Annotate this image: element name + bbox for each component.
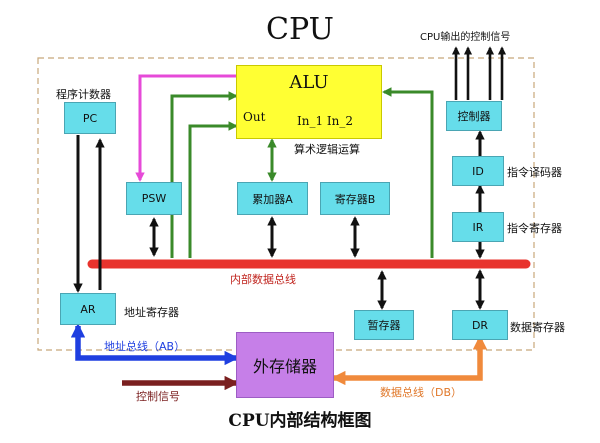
data-bus-line xyxy=(331,335,488,386)
alu-psw-path xyxy=(135,74,236,182)
cpu-control-out-label: CPU输出的控制信号 xyxy=(420,32,511,43)
controller-unit: 控制器 xyxy=(446,101,502,131)
alu-in2-path xyxy=(382,87,434,258)
dr-desc-label: 数据寄存器 xyxy=(510,321,565,334)
diagram-caption: CPU内部结构框图 xyxy=(228,411,372,431)
id-desc-label: 指令译码器 xyxy=(507,166,562,179)
data-bus-label: 数据总线（DB） xyxy=(380,386,463,399)
address-bus-line xyxy=(70,323,239,366)
internal-bus-label: 内部数据总线 xyxy=(230,273,296,286)
alu-inputs-label: In_1 In_2 xyxy=(297,114,354,128)
alu-in1-path xyxy=(188,121,238,258)
accumulator-register: 累加器A xyxy=(237,182,308,215)
ir-register: IR xyxy=(452,212,504,242)
address-bus-label: 地址总线（AB） xyxy=(104,340,186,353)
control-signal-label: 控制信号 xyxy=(136,390,180,403)
alu-desc-label: 算术逻辑运算 xyxy=(294,143,360,156)
psw-register: PSW xyxy=(126,182,182,215)
diagram-title: CPU xyxy=(266,12,334,47)
ar-desc-label: 地址寄存器 xyxy=(124,306,179,319)
temp-register: 暂存器 xyxy=(354,310,414,340)
pc-register: PC xyxy=(64,102,116,134)
pc-desc-label: 程序计数器 xyxy=(56,88,111,101)
ar-register: AR xyxy=(60,293,116,325)
ir-desc-label: 指令寄存器 xyxy=(507,222,562,235)
alu-box: ALU Out In_1 In_2 xyxy=(236,65,382,139)
alu-out-path xyxy=(170,91,238,258)
external-memory: 外存储器 xyxy=(236,332,334,398)
dr-register: DR xyxy=(452,310,508,340)
register-b: 寄存器B xyxy=(320,182,390,215)
alu-out-label: Out xyxy=(243,110,266,124)
alu-title: ALU xyxy=(289,72,329,93)
id-register: ID xyxy=(452,156,504,186)
